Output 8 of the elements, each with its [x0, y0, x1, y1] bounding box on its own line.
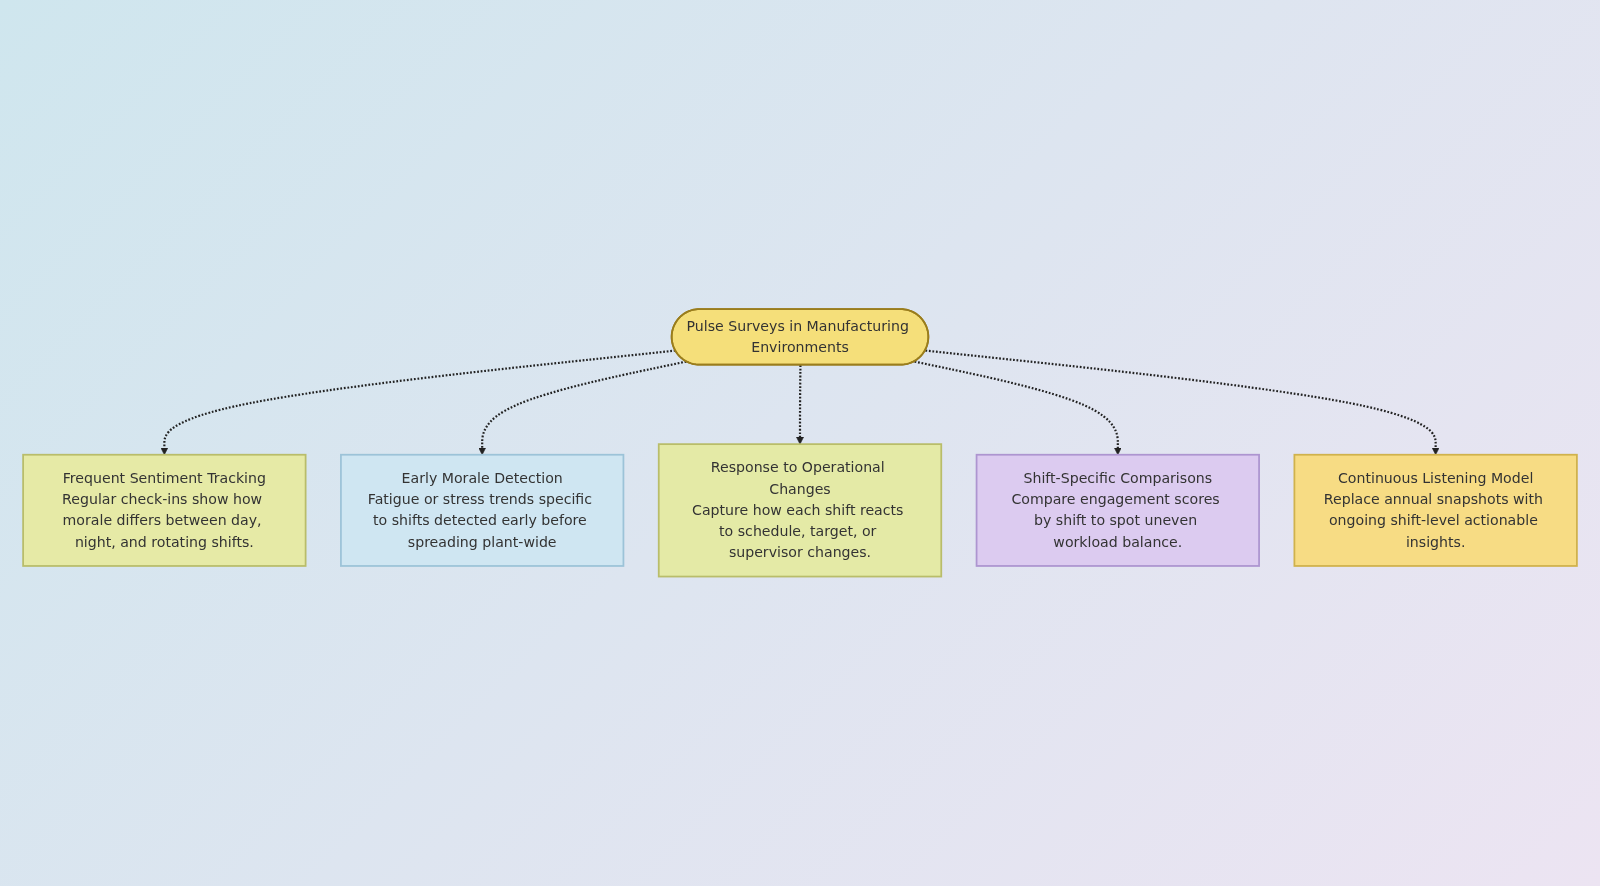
- node-box: Frequent Sentiment Tracking Regular check-ins show how morale differs between day, night, and rotating shifts.: [22, 454, 307, 568]
- arrow: [925, 349, 1440, 456]
- arrow: [914, 360, 1122, 456]
- node-box: Shift-Specific Comparisons Compare engagement scores by shift to spot uneven workload balance.: [975, 454, 1260, 568]
- arrow: [796, 365, 804, 445]
- node-box: Early Morale Detection Fatigue or stress trends specific to shifts detected early before spreading plant-wide: [340, 454, 625, 568]
- node-box: Response to Operational Changes Capture how each shift reacts to schedule, target, or supervisor changes.: [657, 443, 943, 578]
- node-box: Continuous Listening Model Replace annual snapshots with ongoing shift-level actionable insights.: [1293, 454, 1578, 568]
